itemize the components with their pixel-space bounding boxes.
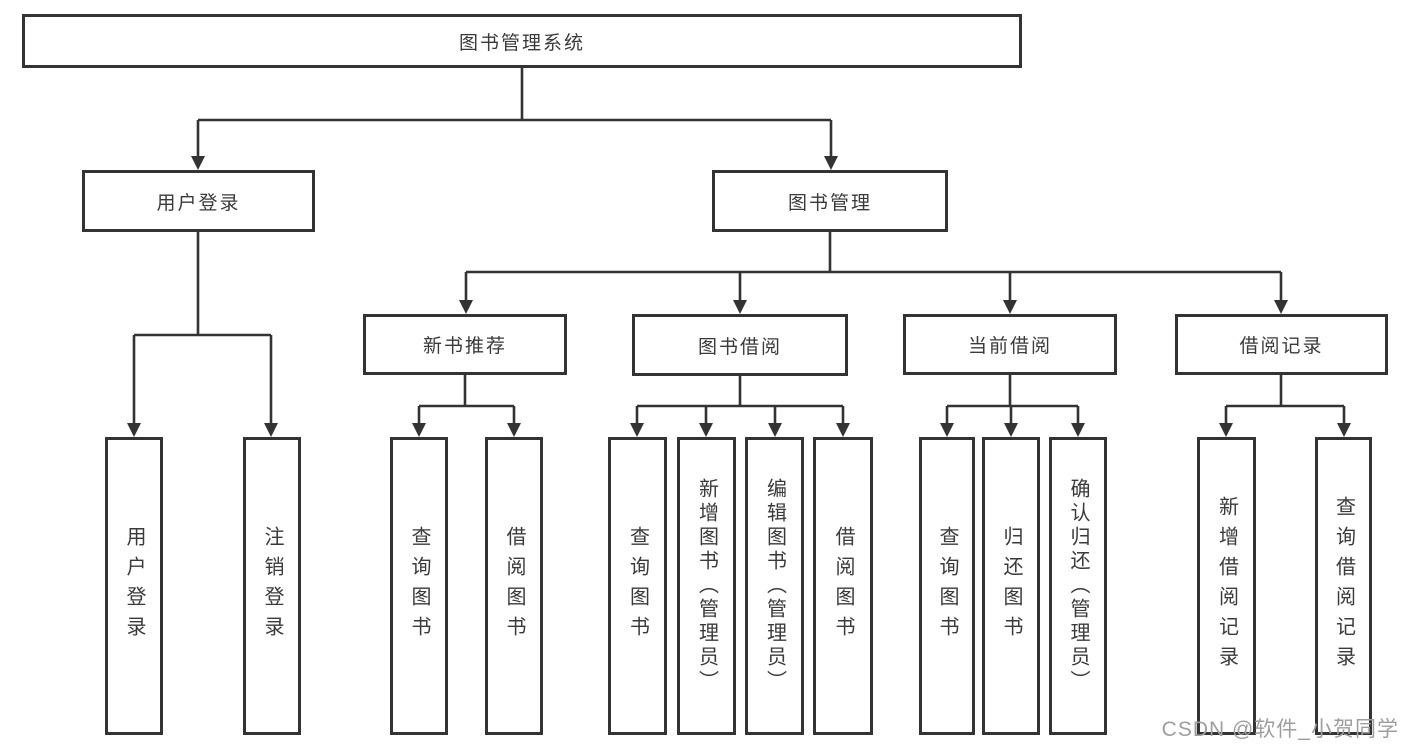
tree-edges (132, 68, 1346, 424)
csdn-watermark: CSDN @软件_小贺同学 (1161, 718, 1399, 741)
arrowheads (127, 156, 1351, 437)
node-borrow-record: 借阅记录 (1175, 314, 1388, 375)
leaf-confirm-return-admin-label: 确认归还（管理员） (1067, 478, 1089, 694)
node-book-management-label: 图书管理 (787, 192, 872, 214)
leaf-borrow-books-1-label: 借阅图书 (503, 526, 525, 646)
leaf-add-books-admin-label: 新增图书（管理员） (695, 478, 718, 694)
leaf-confirm-return-admin: 确认归还（管理员） (1049, 437, 1107, 735)
leaf-query-borrow-record-label: 查询借阅记录 (1332, 496, 1355, 676)
leaf-logout-label: 注销登录 (261, 526, 283, 646)
leaf-return-books-label: 归还图书 (1000, 526, 1022, 646)
leaf-return-books: 归还图书 (982, 437, 1040, 735)
leaf-add-books-admin: 新增图书（管理员） (677, 437, 736, 735)
node-user-login-label: 用户登录 (156, 192, 241, 214)
leaf-logout: 注销登录 (243, 437, 301, 735)
leaf-add-borrow-record-label: 新增借阅记录 (1215, 496, 1238, 676)
leaf-borrow-books-1: 借阅图书 (485, 437, 543, 735)
leaf-edit-books-admin-label: 编辑图书（管理员） (763, 478, 786, 694)
leaf-user-login: 用户登录 (105, 437, 163, 735)
leaf-user-login-label: 用户登录 (123, 526, 145, 646)
node-root-system-label: 图书管理系统 (458, 32, 585, 54)
leaf-borrow-books-2-label: 借阅图书 (832, 526, 854, 646)
node-new-book-recommend-label: 新书推荐 (422, 336, 507, 357)
node-root-system: 图书管理系统 (22, 14, 1022, 68)
node-borrow-record-label: 借阅记录 (1239, 336, 1324, 357)
leaf-query-books-3: 查询图书 (919, 437, 975, 735)
node-current-borrow: 当前借阅 (903, 314, 1117, 375)
node-book-management: 图书管理 (712, 170, 948, 232)
leaf-edit-books-admin: 编辑图书（管理员） (745, 437, 804, 735)
leaf-add-borrow-record: 新增借阅记录 (1197, 437, 1256, 735)
leaf-query-books-2: 查询图书 (608, 437, 667, 735)
leaf-query-borrow-record: 查询借阅记录 (1315, 437, 1372, 735)
node-book-borrow: 图书借阅 (632, 314, 848, 376)
leaf-query-books-1-label: 查询图书 (408, 526, 430, 646)
node-user-login: 用户登录 (82, 170, 315, 232)
node-new-book-recommend: 新书推荐 (363, 314, 567, 375)
node-book-borrow-label: 图书借阅 (697, 336, 782, 358)
leaf-borrow-books-2: 借阅图书 (813, 437, 873, 735)
node-current-borrow-label: 当前借阅 (967, 336, 1052, 357)
leaf-query-books-2-label: 查询图书 (626, 526, 649, 646)
leaf-query-books-1: 查询图书 (390, 437, 448, 735)
leaf-query-books-3-label: 查询图书 (936, 526, 958, 646)
